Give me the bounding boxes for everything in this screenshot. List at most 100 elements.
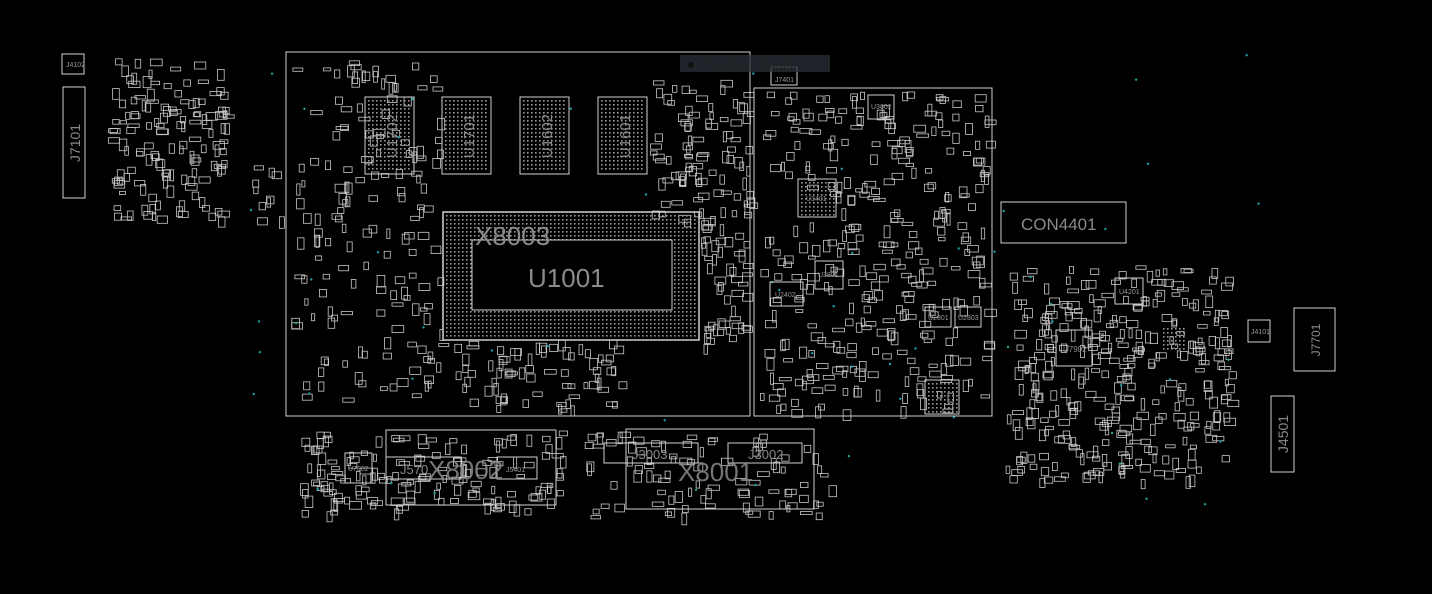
smd-component[interactable]: [896, 305, 904, 314]
smd-component[interactable]: [307, 463, 313, 474]
smd-component[interactable]: [802, 108, 810, 119]
smd-component[interactable]: [1039, 329, 1045, 337]
test-point[interactable]: [433, 492, 436, 495]
smd-component[interactable]: [842, 388, 849, 396]
smd-component[interactable]: [812, 453, 819, 465]
smd-component[interactable]: [791, 408, 803, 418]
smd-component[interactable]: [113, 205, 122, 211]
smd-component[interactable]: [156, 158, 163, 171]
smd-component[interactable]: [847, 343, 857, 352]
test-point[interactable]: [840, 167, 843, 170]
smd-component[interactable]: [904, 376, 910, 387]
smd-component[interactable]: [984, 308, 997, 317]
smd-component[interactable]: [412, 151, 417, 164]
smd-component[interactable]: [832, 327, 845, 333]
smd-component[interactable]: [223, 123, 230, 135]
smd-component[interactable]: [711, 240, 720, 253]
smd-component[interactable]: [376, 309, 386, 317]
smd-component[interactable]: [1060, 388, 1067, 398]
smd-component[interactable]: [707, 437, 716, 446]
smd-component[interactable]: [551, 453, 564, 459]
smd-component[interactable]: [1017, 466, 1026, 474]
smd-component[interactable]: [696, 153, 708, 162]
smd-component[interactable]: [291, 317, 300, 330]
smd-component[interactable]: [1029, 399, 1036, 410]
smd-component[interactable]: [526, 373, 536, 383]
smd-component[interactable]: [781, 338, 790, 350]
smd-component[interactable]: [650, 150, 658, 156]
smd-component[interactable]: [951, 265, 961, 271]
smd-component[interactable]: [1099, 330, 1107, 341]
smd-component[interactable]: [1080, 345, 1085, 358]
smd-component[interactable]: [1068, 443, 1078, 451]
smd-component[interactable]: [806, 369, 813, 378]
smd-component[interactable]: [1217, 348, 1230, 356]
smd-component[interactable]: [810, 332, 824, 342]
smd-component[interactable]: [802, 375, 815, 385]
smd-component[interactable]: [597, 386, 610, 393]
smd-component[interactable]: [1155, 269, 1160, 277]
smd-component[interactable]: [217, 106, 226, 114]
smd-component[interactable]: [896, 264, 906, 270]
smd-component[interactable]: [221, 160, 228, 169]
smd-component[interactable]: [894, 209, 901, 217]
smd-component[interactable]: [342, 397, 355, 403]
smd-component[interactable]: [685, 105, 693, 116]
smd-component[interactable]: [1221, 311, 1230, 320]
smd-component[interactable]: [197, 98, 206, 105]
smd-component[interactable]: [883, 225, 891, 239]
smd-component[interactable]: [1162, 455, 1170, 465]
test-point[interactable]: [390, 482, 393, 485]
smd-component[interactable]: [905, 251, 913, 259]
smd-component[interactable]: [1024, 364, 1030, 373]
smd-component[interactable]: [1114, 382, 1122, 394]
smd-component[interactable]: [1093, 445, 1099, 459]
smd-component[interactable]: [518, 367, 526, 380]
smd-component[interactable]: [1109, 319, 1119, 328]
smd-component[interactable]: [942, 408, 954, 414]
smd-component[interactable]: [1160, 385, 1165, 394]
test-point[interactable]: [1006, 345, 1010, 349]
smd-component[interactable]: [772, 296, 782, 303]
smd-component[interactable]: [1039, 429, 1047, 442]
smd-component[interactable]: [841, 138, 849, 147]
smd-component[interactable]: [469, 398, 479, 407]
smd-component[interactable]: [685, 162, 692, 172]
smd-component[interactable]: [1027, 268, 1038, 275]
smd-component[interactable]: [1213, 354, 1224, 362]
smd-component[interactable]: [174, 90, 182, 98]
smd-component[interactable]: [984, 342, 996, 350]
smd-component[interactable]: [1148, 358, 1155, 369]
smd-component[interactable]: [1046, 304, 1055, 314]
smd-component[interactable]: [617, 431, 623, 445]
smd-component[interactable]: [355, 470, 361, 482]
smd-component[interactable]: [1049, 410, 1057, 418]
smd-component[interactable]: [718, 282, 724, 292]
smd-component[interactable]: [1219, 366, 1232, 371]
smd-component[interactable]: [731, 276, 743, 284]
smd-component[interactable]: [419, 474, 427, 481]
smd-component[interactable]: [657, 489, 666, 496]
u7802-outline[interactable]: [344, 452, 373, 484]
smd-component[interactable]: [168, 143, 175, 154]
smd-component[interactable]: [864, 180, 877, 188]
smd-component[interactable]: [125, 111, 131, 120]
smd-component[interactable]: [140, 184, 147, 196]
smd-component[interactable]: [941, 209, 951, 214]
smd-component[interactable]: [150, 80, 161, 86]
smd-component[interactable]: [1149, 332, 1158, 345]
j5401-outline[interactable]: [496, 456, 538, 480]
smd-component[interactable]: [162, 176, 169, 189]
smd-component[interactable]: [150, 151, 159, 159]
smd-component[interactable]: [391, 302, 404, 307]
smd-component[interactable]: [841, 208, 847, 221]
smd-component[interactable]: [882, 318, 895, 324]
smd-component[interactable]: [1045, 311, 1058, 319]
smd-component[interactable]: [1022, 275, 1034, 282]
smd-component[interactable]: [1044, 343, 1054, 351]
test-point[interactable]: [847, 454, 851, 458]
test-point[interactable]: [752, 72, 755, 75]
smd-component[interactable]: [1060, 472, 1069, 479]
smd-component[interactable]: [322, 67, 332, 72]
u3802-outline[interactable]: [867, 94, 895, 120]
